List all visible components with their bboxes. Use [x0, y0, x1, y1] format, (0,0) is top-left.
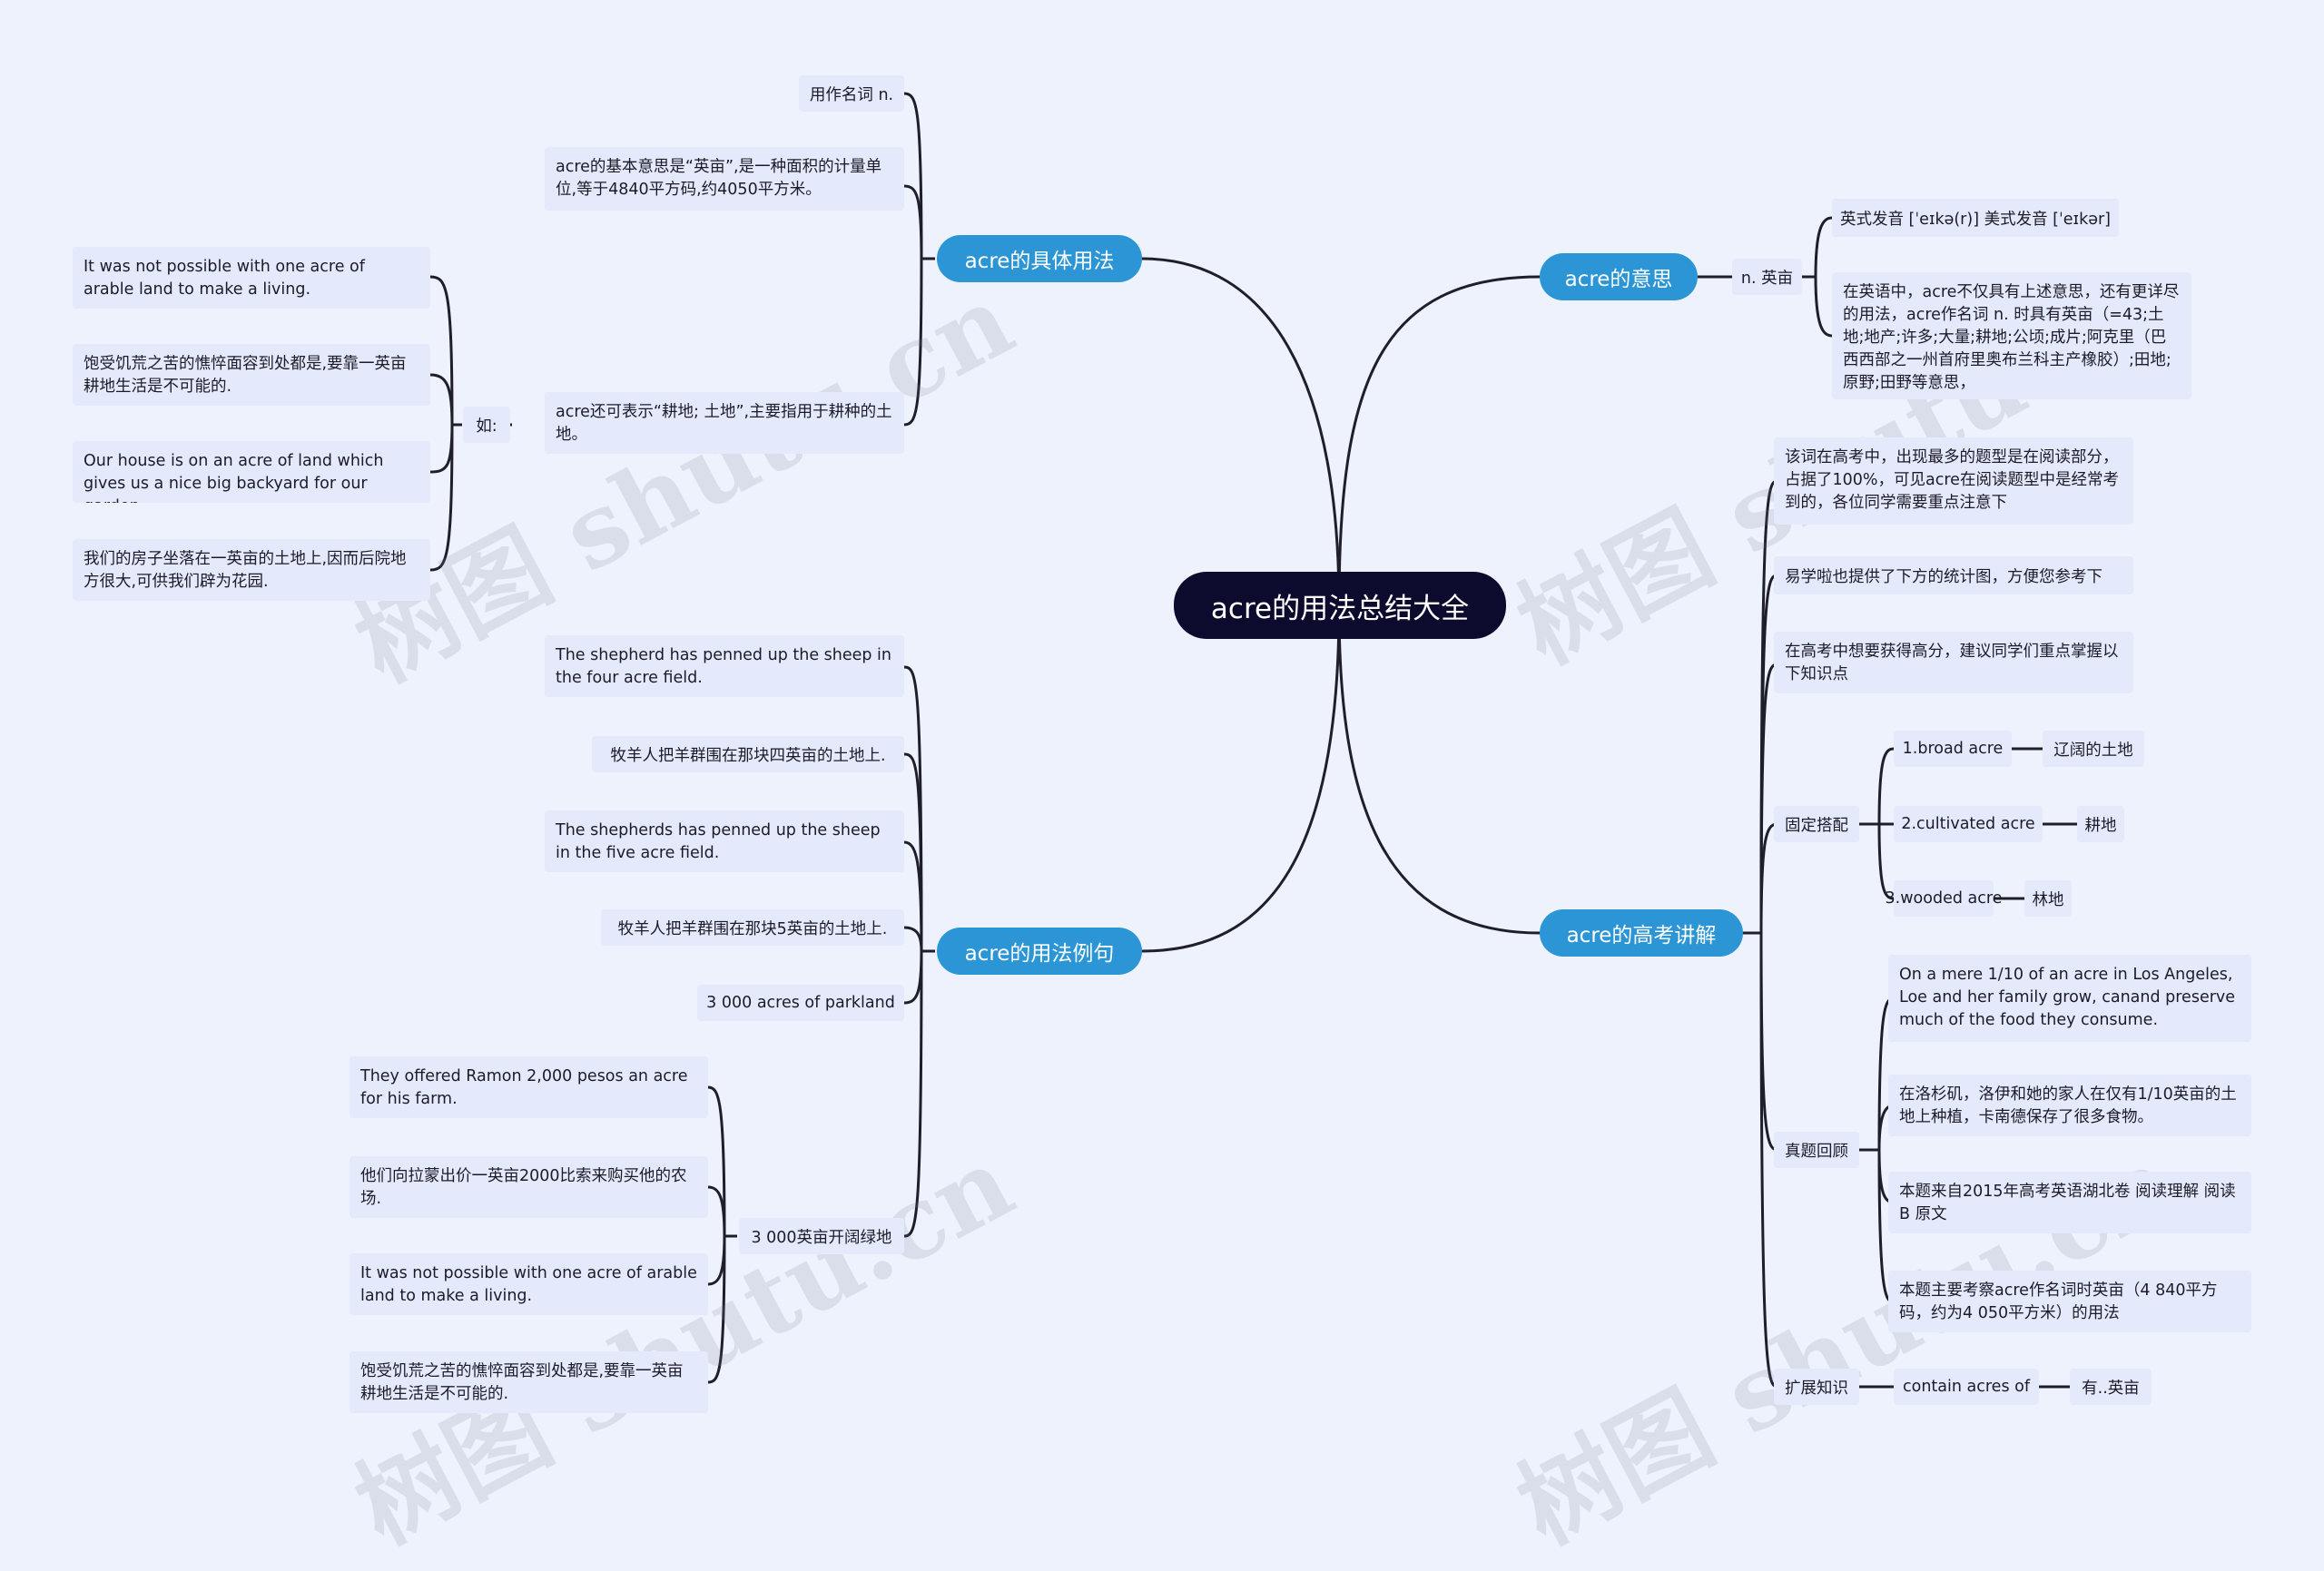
n-usage-label[interactable]: 用作名词 n.	[799, 75, 904, 112]
review-label[interactable]: 真题回顾	[1774, 1132, 1859, 1168]
collocation-1-term[interactable]: 1.broad acre	[1894, 731, 2012, 767]
specific-example-4[interactable]: 我们的房子坐落在一英亩的土地上,因而后院地方很大,可供我们辟为花园.	[73, 539, 430, 601]
farmland-meaning[interactable]: acre还可表示“耕地; 土地”,主要指用于耕种的土地。	[545, 392, 904, 454]
branch-exam[interactable]: acre的高考讲解	[1540, 909, 1743, 957]
branch-usage-examples[interactable]: acre的用法例句	[937, 928, 1142, 975]
branch-meaning[interactable]: acre的意思	[1540, 253, 1698, 300]
parkland-example-1[interactable]: They offered Ramon 2,000 pesos an acre f…	[350, 1056, 708, 1118]
pos-label[interactable]: n. 英亩	[1732, 259, 1802, 295]
collocation-2-meaning[interactable]: 耕地	[2077, 806, 2124, 842]
exam-advice[interactable]: 在高考中想要获得高分，建议同学们重点掌握以下知识点	[1774, 632, 2133, 693]
parkland-example-2[interactable]: 他们向拉蒙出价一英亩2000比索来购买他的农场.	[350, 1156, 708, 1218]
parkland-example-4[interactable]: 饱受饥荒之苦的憔悴面容到处都是,要靠一英亩耕地生活是不可能的.	[350, 1351, 708, 1413]
specific-example-3[interactable]: Our house is on an acre of land which gi…	[73, 441, 430, 503]
specific-example-2[interactable]: 饱受饥荒之苦的憔悴面容到处都是,要靠一英亩耕地生活是不可能的.	[73, 344, 430, 406]
pronunciation[interactable]: 英式发音 [ˈeɪkə(r)] 美式发音 [ˈeɪkər]	[1832, 199, 2119, 237]
connector-lines	[429, 92, 2077, 1389]
meaning-detail[interactable]: 在英语中，acre不仅具有上述意思，还有更详尽的用法，acre作名词 n. 时具…	[1832, 272, 2191, 399]
collocation-3-meaning[interactable]: 林地	[2024, 880, 2072, 917]
example-label[interactable]: 如:	[463, 407, 510, 443]
collocations-label[interactable]: 固定搭配	[1774, 806, 1859, 842]
basic-meaning[interactable]: acre的基本意思是“英亩”,是一种面积的计量单位,等于4840平方码,约405…	[545, 147, 904, 211]
collocation-3-term[interactable]: 3.wooded acre	[1886, 880, 2002, 917]
usage-example-1[interactable]: The shepherd has penned up the sheep in …	[545, 635, 904, 697]
collocation-1-meaning[interactable]: 辽阔的土地	[2043, 731, 2144, 767]
root-topic[interactable]: acre的用法总结大全	[1174, 572, 1506, 639]
exam-intro[interactable]: 该词在高考中，出现最多的题型是在阅读部分，占据了100%，可见acre在阅读题型…	[1774, 437, 2133, 525]
usage-example-5[interactable]: 3 000 acres of parkland	[697, 985, 904, 1021]
collocation-2-term[interactable]: 2.cultivated acre	[1894, 806, 2043, 842]
review-3[interactable]: 本题来自2015年高考英语湖北卷 阅读理解 阅读B 原文	[1888, 1172, 2251, 1233]
usage-example-2[interactable]: 牧羊人把羊群围在那块四英亩的土地上.	[592, 736, 904, 772]
usage-example-4[interactable]: 牧羊人把羊群围在那块5英亩的土地上.	[601, 909, 904, 946]
parkland-example-3[interactable]: It was not possible with one acre of ara…	[350, 1253, 708, 1315]
exam-stats[interactable]: 易学啦也提供了下方的统计图，方便您参考下	[1774, 556, 2133, 594]
review-2[interactable]: 在洛杉矶，洛伊和她的家人在仅有1/10英亩的土地上种植，卡南德保存了很多食物。	[1888, 1075, 2251, 1136]
specific-example-1[interactable]: It was not possible with one acre of ara…	[73, 247, 430, 309]
extend-meaning[interactable]: 有..英亩	[2070, 1369, 2152, 1405]
parkland-label[interactable]: 3 000英亩开阔绿地	[739, 1218, 904, 1254]
extend-term[interactable]: contain acres of	[1894, 1369, 2039, 1405]
extend-label[interactable]: 扩展知识	[1774, 1369, 1859, 1405]
review-4[interactable]: 本题主要考察acre作名词时英亩（4 840平方码，约为4 050平方米）的用法	[1888, 1271, 2251, 1332]
usage-example-3[interactable]: The shepherds has penned up the sheep in…	[545, 810, 904, 872]
review-1[interactable]: On a mere 1/10 of an acre in Los Angeles…	[1888, 955, 2251, 1042]
branch-specific-usage[interactable]: acre的具体用法	[937, 235, 1142, 282]
